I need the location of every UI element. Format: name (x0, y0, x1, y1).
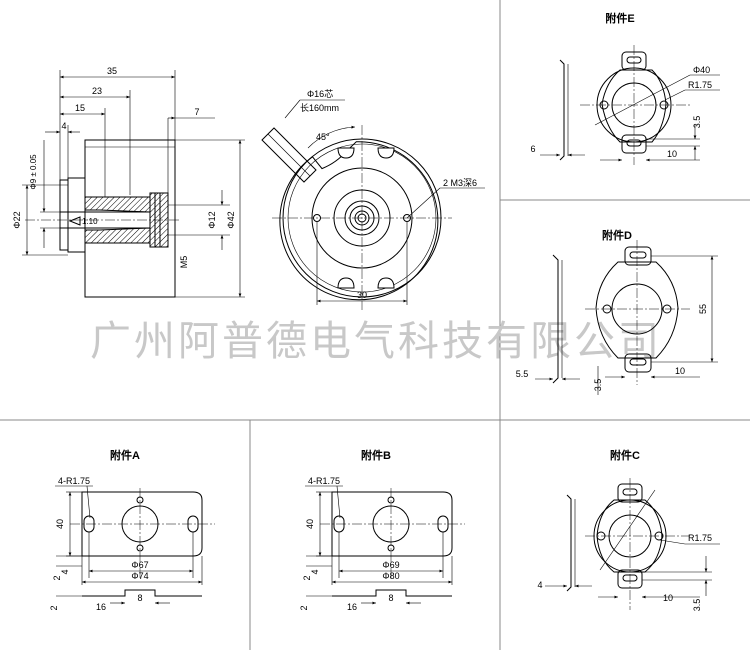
dim-30: 30 (357, 290, 367, 300)
attachment-d-dim-5-5: 5.5 (516, 369, 529, 379)
dim-phi12: Φ12 (207, 211, 217, 228)
attachment-e-dim-10: 10 (667, 149, 677, 159)
attachment-b-dim-4: 4 (310, 569, 320, 574)
watermark: 广州阿普德电气科技有限公司 (90, 317, 662, 365)
dim-phi42: Φ42 (226, 211, 236, 228)
attachment-a-dim-2-top: 2 (52, 575, 62, 580)
attachment-a-dim-phi74: Φ74 (131, 571, 148, 581)
dim-7: 7 (194, 107, 199, 117)
attachment-a-dim-16: 16 (96, 602, 106, 612)
dim-phi22: Φ22 (12, 211, 22, 228)
side-view-dimensions: 35 23 15 4 7 Φ9 ± 0.05 Φ22 1:10 Φ12 (12, 66, 245, 298)
front-view-dimensions: Φ16芯 长160mm 45° 2 M3深6 30 (284, 88, 485, 305)
attachment-e-dim-3-5: 3.5 (692, 116, 702, 129)
attachment-e-title: 附件E (605, 11, 634, 25)
attachment-a-dim-40: 40 (55, 519, 65, 529)
attachment-c: 附件C R1.75 4 10 3.5 (537, 448, 720, 611)
attachment-b-dim-phi80: Φ80 (382, 571, 399, 581)
dim-phi9: Φ9 ± 0.05 (29, 154, 38, 190)
attachment-e-dim-r175: R1.75 (688, 80, 712, 90)
attachment-b-dim-4-r175: 4-R1.75 (308, 476, 340, 486)
attachment-a-dim-phi67: Φ67 (131, 560, 148, 570)
front-view (261, 125, 452, 310)
attachment-c-dim-3-5: 3.5 (692, 599, 702, 612)
attachment-b-dim-2-top: 2 (302, 575, 312, 580)
attachment-d-dim-55: 55 (698, 304, 708, 314)
attachment-b-dim-phi69: Φ69 (382, 560, 399, 570)
dim-35: 35 (107, 66, 117, 76)
attachment-b-dim-2-bottom: 2 (299, 605, 309, 610)
attachment-a-dim-8: 8 (137, 593, 142, 603)
attachment-d-dim-10: 10 (675, 366, 685, 376)
attachment-c-dim-r175: R1.75 (688, 533, 712, 543)
attachment-d-dim-3-5: 3.5 (593, 379, 603, 392)
dim-4: 4 (61, 121, 66, 131)
attachment-d-title: 附件D (602, 228, 632, 242)
attachment-b-title: 附件B (361, 448, 391, 462)
attachment-e-dim-6: 6 (530, 144, 535, 154)
attachment-b: 附件B 4-R1.75 40 Φ69 Φ80 2 4 2 16 8 (299, 448, 465, 612)
attachment-e-dim-phi40: Φ40 (693, 65, 710, 75)
dim-15: 15 (75, 103, 85, 113)
attachment-a-dim-4: 4 (60, 569, 70, 574)
dim-length-160: 长160mm (300, 102, 339, 113)
attachment-a: 附件A 4-R1.75 40 Φ67 Φ74 2 4 2 (49, 448, 215, 612)
attachment-a-dim-2-bottom: 2 (49, 605, 59, 610)
dim-m5: M5 (179, 256, 189, 269)
attachment-c-dim-4: 4 (537, 580, 542, 590)
side-view (25, 139, 180, 298)
attachment-a-dim-4-r175: 4-R1.75 (58, 476, 90, 486)
dim-45deg: 45° (316, 132, 330, 142)
attachment-c-title: 附件C (610, 448, 640, 462)
attachment-e: 附件E Φ40 R1.75 3.5 6 10 (530, 11, 720, 165)
attachment-c-dim-10: 10 (663, 593, 673, 603)
attachment-b-dim-16: 16 (347, 602, 357, 612)
dim-23: 23 (92, 86, 102, 96)
attachment-a-title: 附件A (110, 448, 140, 462)
attachment-b-dim-8: 8 (388, 593, 393, 603)
attachment-d: 附件D 55 5.5 3.5 10 (516, 228, 718, 395)
attachment-b-dim-40: 40 (305, 519, 315, 529)
dim-taper: 1:10 (82, 217, 98, 226)
dim-phi16-core: Φ16芯 (307, 88, 333, 99)
dim-2-m3-deep6: 2 M3深6 (443, 178, 477, 188)
